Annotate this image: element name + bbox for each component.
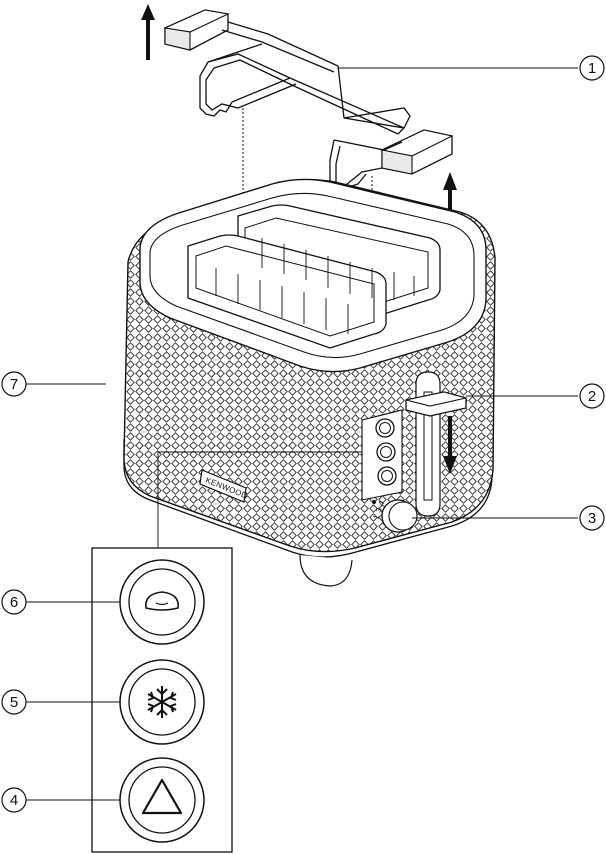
- detail-zoom-line: [157, 451, 362, 548]
- callout-6-number: 6: [10, 594, 18, 611]
- callout-5-number: 5: [10, 694, 18, 711]
- callout-5: 5: [1, 689, 27, 715]
- cancel-triangle-icon: [141, 778, 183, 815]
- bagel-icon: [145, 591, 179, 611]
- callout-6: 6: [1, 589, 27, 615]
- down-arrow-icon: [443, 416, 457, 474]
- callout-2-number: 2: [588, 388, 596, 405]
- callout-7-number: 7: [10, 376, 18, 393]
- callout-4-number: 4: [10, 792, 18, 809]
- callout-1-number: 1: [588, 60, 596, 77]
- button-detail-panel: [91, 547, 233, 853]
- callout-3-number: 3: [588, 510, 596, 527]
- warming-rack: [163, 9, 454, 193]
- callout-3: 3: [579, 505, 605, 531]
- callout-4: 4: [1, 787, 27, 813]
- callout-1: 1: [579, 55, 605, 81]
- callout-7: 7: [1, 371, 27, 397]
- callout-2: 2: [579, 383, 605, 409]
- up-arrow-left-icon: [141, 4, 155, 60]
- callout-leaders: [26, 67, 578, 801]
- defrost-snowflake-icon: [147, 686, 177, 718]
- toaster-body: [123, 178, 496, 587]
